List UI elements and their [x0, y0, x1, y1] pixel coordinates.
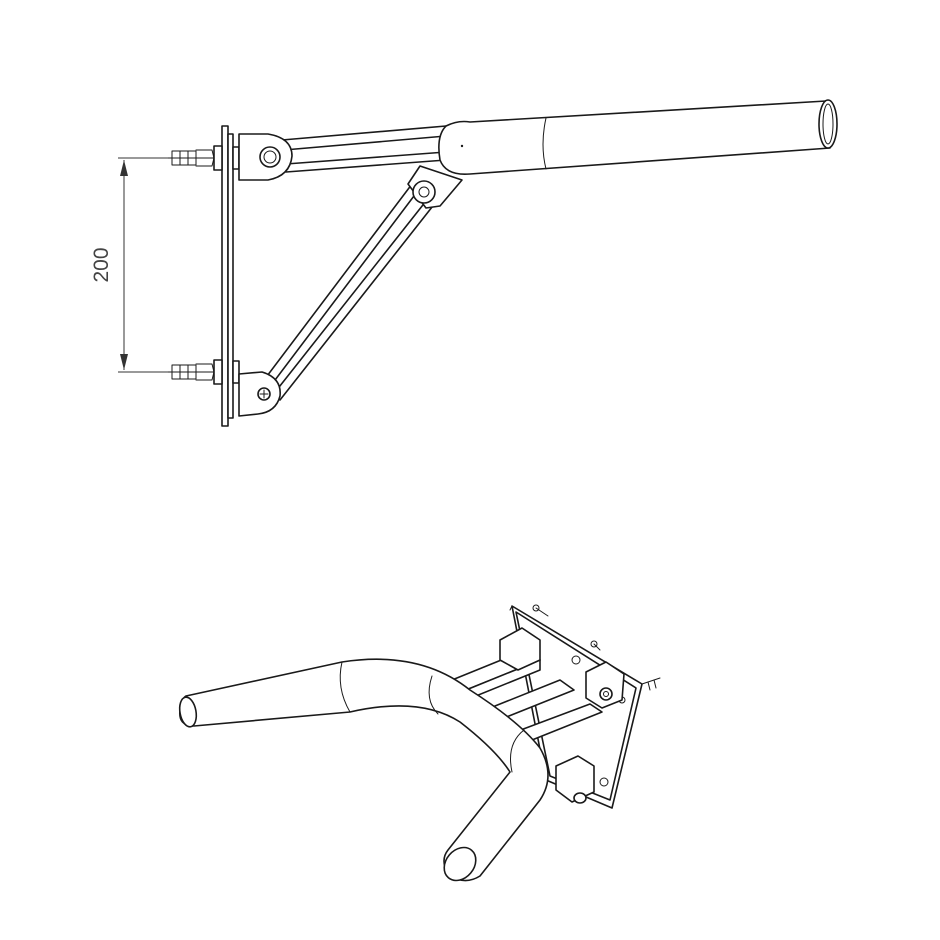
wall-plate	[221, 125, 234, 427]
iso-handle	[178, 658, 549, 882]
diagonal-brace	[257, 165, 463, 401]
side-view: 200	[90, 99, 838, 427]
dimension-label: 200	[90, 247, 113, 282]
isometric-view	[178, 604, 661, 882]
top-bracket	[238, 133, 293, 181]
dimension-200: 200	[90, 157, 168, 373]
bottom-bracket	[238, 371, 281, 417]
main-arm	[281, 99, 838, 176]
bottom-anchor-bolt	[167, 359, 240, 385]
